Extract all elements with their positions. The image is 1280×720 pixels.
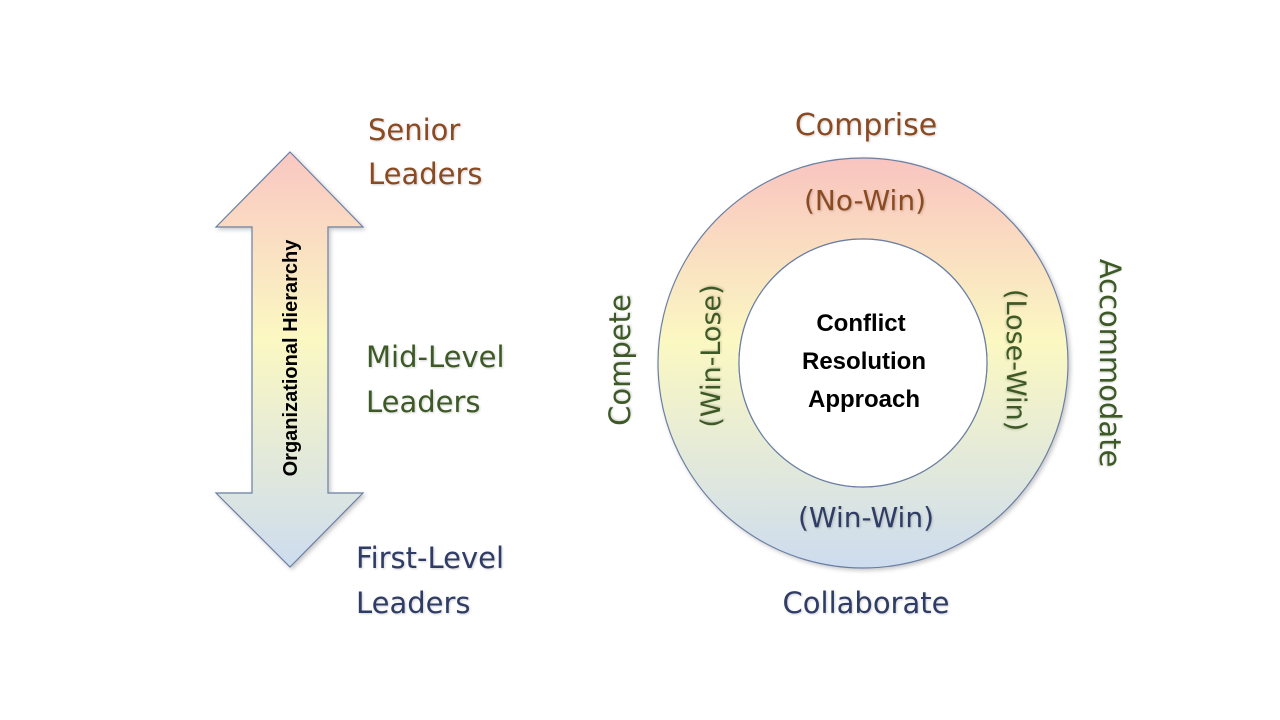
level-first-line2: Leaders: [356, 586, 471, 620]
conflict-ring-inner-border: [738, 238, 988, 488]
level-first: First-Level Leaders: [356, 541, 504, 620]
level-mid-line2: Leaders: [366, 385, 481, 419]
level-mid-line1: Mid-Level: [366, 340, 505, 374]
conflict-center-line3: Approach: [808, 386, 920, 413]
approach-right-outer: Accommodate: [1093, 259, 1127, 468]
conflict-center: Conflict Resolution Approach: [802, 310, 926, 413]
level-mid: Mid-Level Leaders: [366, 340, 505, 419]
hierarchy-arrow: [214, 151, 365, 568]
level-senior: Senior Leaders: [368, 113, 483, 191]
conflict-center-line1: Conflict: [816, 310, 905, 337]
level-senior-line1: Senior: [368, 113, 460, 147]
approach-bottom-outer: Collaborate: [783, 586, 950, 620]
approach-top-inner: (No-Win): [804, 184, 926, 217]
conflict-center-line2: Resolution: [802, 348, 926, 375]
approach-left-inner: (Win-Lose): [696, 284, 727, 427]
approach-bottom-inner: (Win-Win): [798, 501, 934, 534]
level-senior-line2: Leaders: [368, 157, 483, 191]
approach-left-outer: Compete: [603, 294, 637, 426]
hierarchy-arrow-label: Organizational Hierarchy: [280, 239, 302, 477]
approach-top-outer: Comprise: [795, 108, 937, 143]
level-first-line1: First-Level: [356, 541, 504, 575]
approach-right-inner: (Lose-Win): [1000, 289, 1031, 431]
